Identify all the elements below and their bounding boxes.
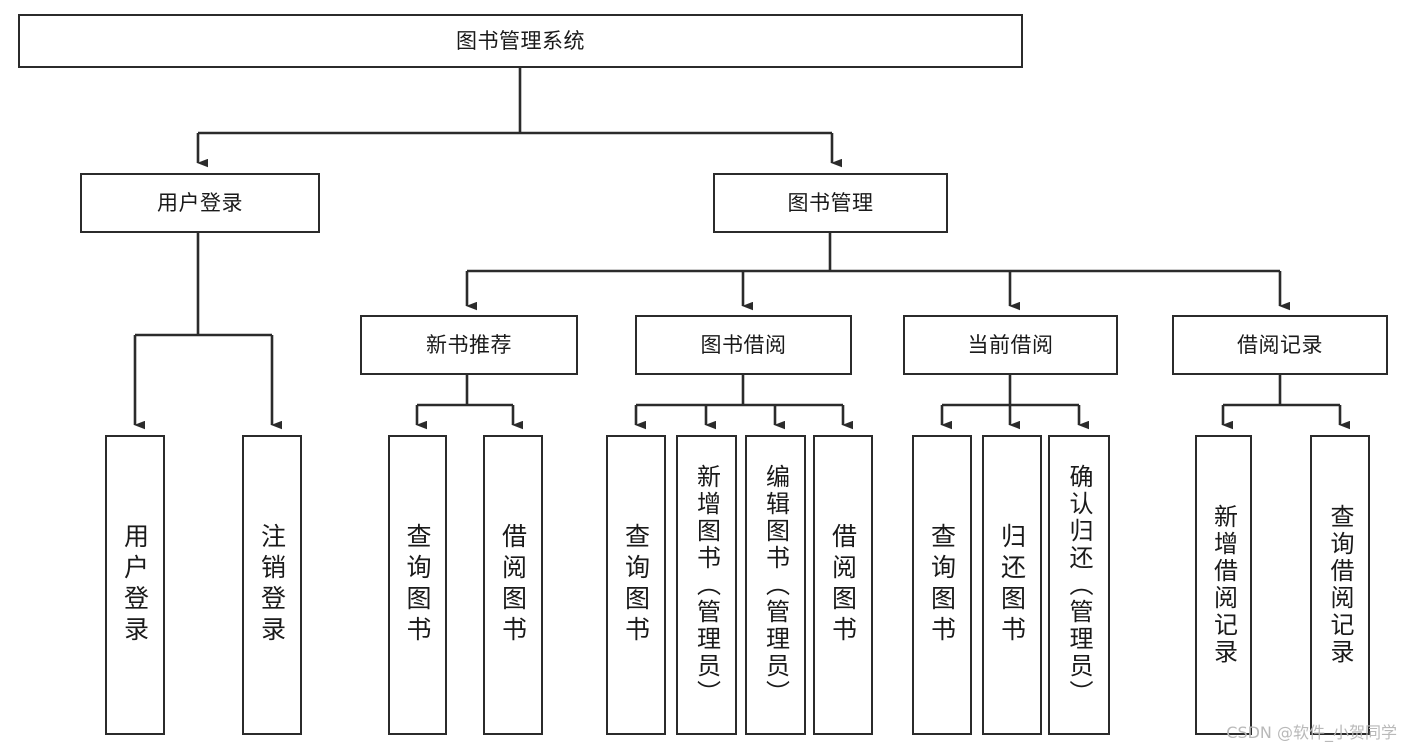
node-label: 图书管理 [787, 190, 874, 215]
leaf-user-login-login[interactable]: 用户登录 [105, 435, 165, 735]
node-label: 当前借阅 [967, 332, 1054, 357]
node-label: 借阅记录 [1237, 332, 1323, 357]
node-label: 编辑图书（管理员） [761, 463, 790, 707]
node-label: 查询图书 [621, 523, 651, 647]
node-borrow-record[interactable]: 借阅记录 [1172, 315, 1388, 375]
node-label: 用户登录 [157, 190, 243, 215]
node-book-management[interactable]: 图书管理 [713, 173, 948, 233]
node-user-login[interactable]: 用户登录 [80, 173, 320, 233]
node-label: 用户登录 [120, 523, 150, 647]
node-label: 新书推荐 [426, 332, 512, 357]
leaf-borrow-record-query-record[interactable]: 查询借阅记录 [1310, 435, 1370, 735]
leaf-book-borrow-add-book-admin[interactable]: 新增图书（管理员） [676, 435, 737, 735]
watermark-text: CSDN @软件_小贺同学 [1226, 723, 1397, 742]
leaf-current-borrow-query-book[interactable]: 查询图书 [912, 435, 972, 735]
node-label: 注销登录 [257, 523, 287, 647]
node-label: 图书借阅 [700, 332, 787, 357]
node-label: 借阅图书 [498, 523, 528, 647]
node-root-book-management-system[interactable]: 图书管理系统 [18, 14, 1023, 68]
leaf-book-borrow-query-book[interactable]: 查询图书 [606, 435, 666, 735]
node-label: 归还图书 [997, 523, 1027, 647]
node-book-borrow[interactable]: 图书借阅 [635, 315, 852, 375]
node-current-borrow[interactable]: 当前借阅 [903, 315, 1118, 375]
node-new-book-recommend[interactable]: 新书推荐 [360, 315, 578, 375]
leaf-new-book-borrow-book[interactable]: 借阅图书 [483, 435, 543, 735]
leaf-book-borrow-edit-book-admin[interactable]: 编辑图书（管理员） [745, 435, 806, 735]
node-label: 查询图书 [403, 523, 432, 647]
leaf-book-borrow-borrow-book[interactable]: 借阅图书 [813, 435, 873, 735]
leaf-new-book-query-book[interactable]: 查询图书 [388, 435, 447, 735]
node-label: 借阅图书 [828, 523, 858, 647]
node-label: 确认归还（管理员） [1065, 463, 1093, 707]
node-label: 查询借阅记录 [1326, 504, 1354, 666]
leaf-current-borrow-confirm-return-admin[interactable]: 确认归还（管理员） [1048, 435, 1110, 735]
node-label: 图书管理系统 [456, 28, 585, 53]
node-label: 新增借阅记录 [1209, 504, 1238, 666]
leaf-current-borrow-return-book[interactable]: 归还图书 [982, 435, 1042, 735]
leaf-user-login-logout[interactable]: 注销登录 [242, 435, 302, 735]
node-label: 新增图书（管理员） [692, 463, 721, 707]
node-label: 查询图书 [927, 523, 957, 647]
leaf-borrow-record-add-record[interactable]: 新增借阅记录 [1195, 435, 1252, 735]
